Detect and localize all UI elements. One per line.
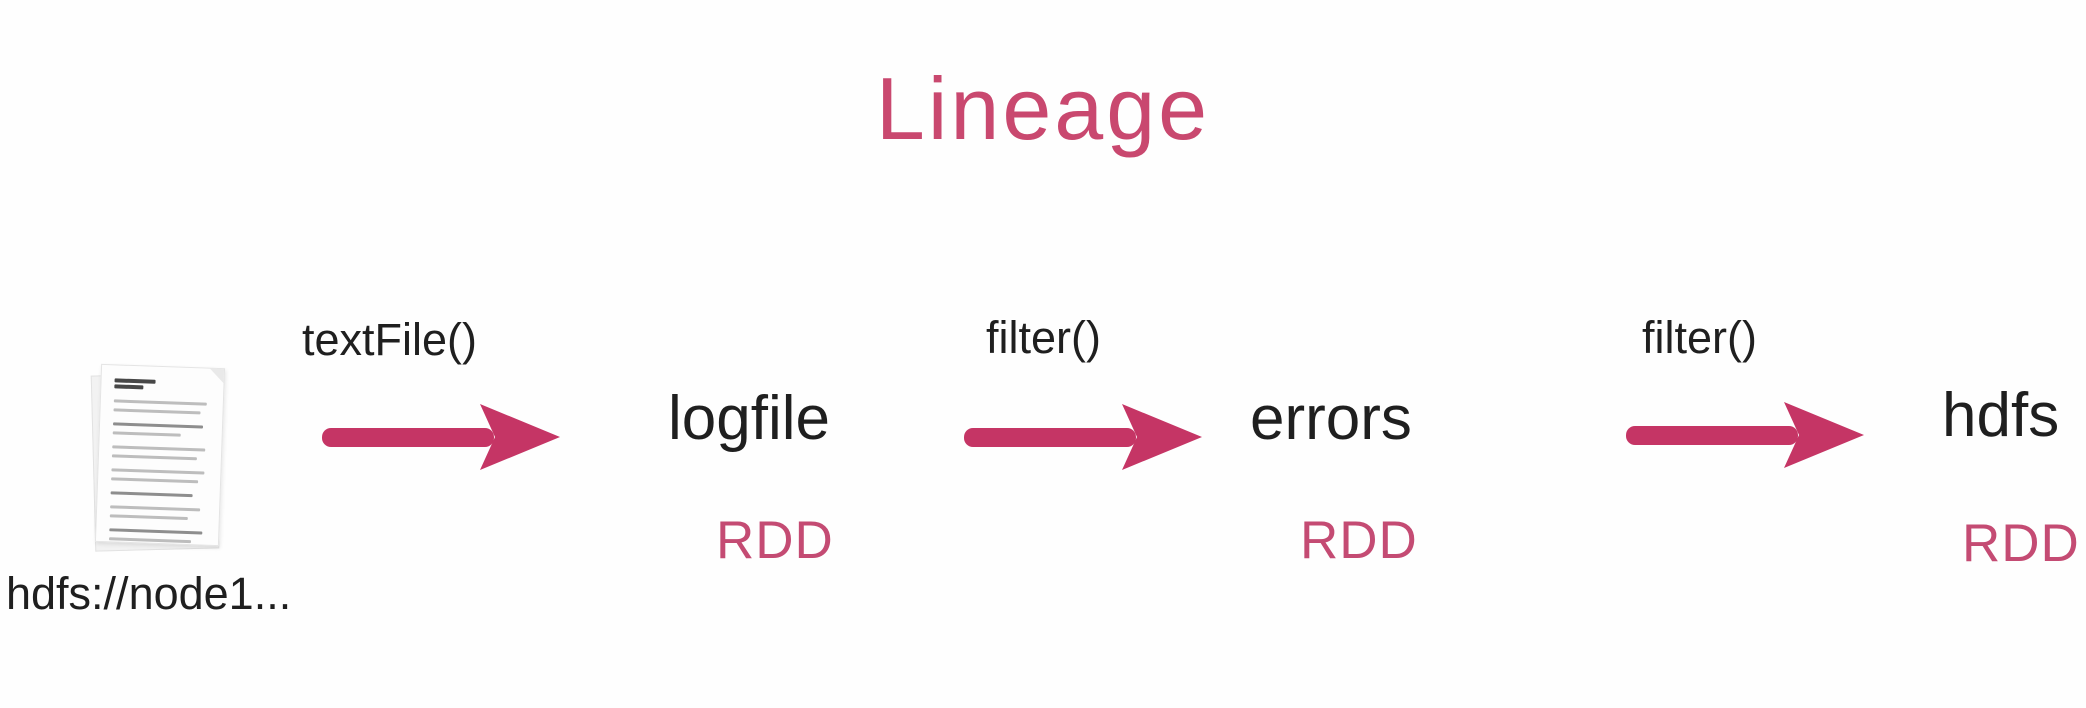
rdd-type-label: RDD <box>1962 514 2080 573</box>
operation-label-filter-1: filter() <box>986 312 1101 363</box>
operation-label-textfile: textFile() <box>302 314 478 365</box>
document-front-page <box>94 363 226 547</box>
rdd-type-label: RDD <box>716 511 834 570</box>
rdd-node-label-logfile: logfile <box>668 384 830 453</box>
rdd-node-label-errors: errors <box>1250 384 1412 453</box>
flow-arrow-icon <box>964 404 1202 470</box>
rdd-type-label: RDD <box>1300 511 1418 570</box>
flow-arrow-icon <box>1626 402 1864 468</box>
page-fold-corner <box>208 367 226 385</box>
document-icon <box>90 363 228 552</box>
diagram-title: Lineage <box>875 59 1211 158</box>
operation-label-filter-2: filter() <box>1642 312 1757 363</box>
rdd-node-label-hdfs: hdfs <box>1942 381 2060 450</box>
flow-arrow-icon <box>322 404 560 470</box>
source-path-label: hdfs://node1... <box>6 568 292 619</box>
